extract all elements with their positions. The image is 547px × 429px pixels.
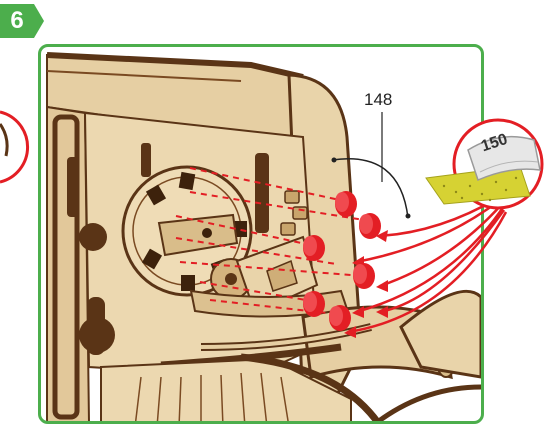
step-number: 6 (0, 4, 34, 38)
dimension-label: 148 (364, 90, 392, 110)
assembly-illustration (41, 47, 484, 424)
step-badge: 6 (0, 4, 46, 38)
illustration-panel (38, 44, 484, 424)
